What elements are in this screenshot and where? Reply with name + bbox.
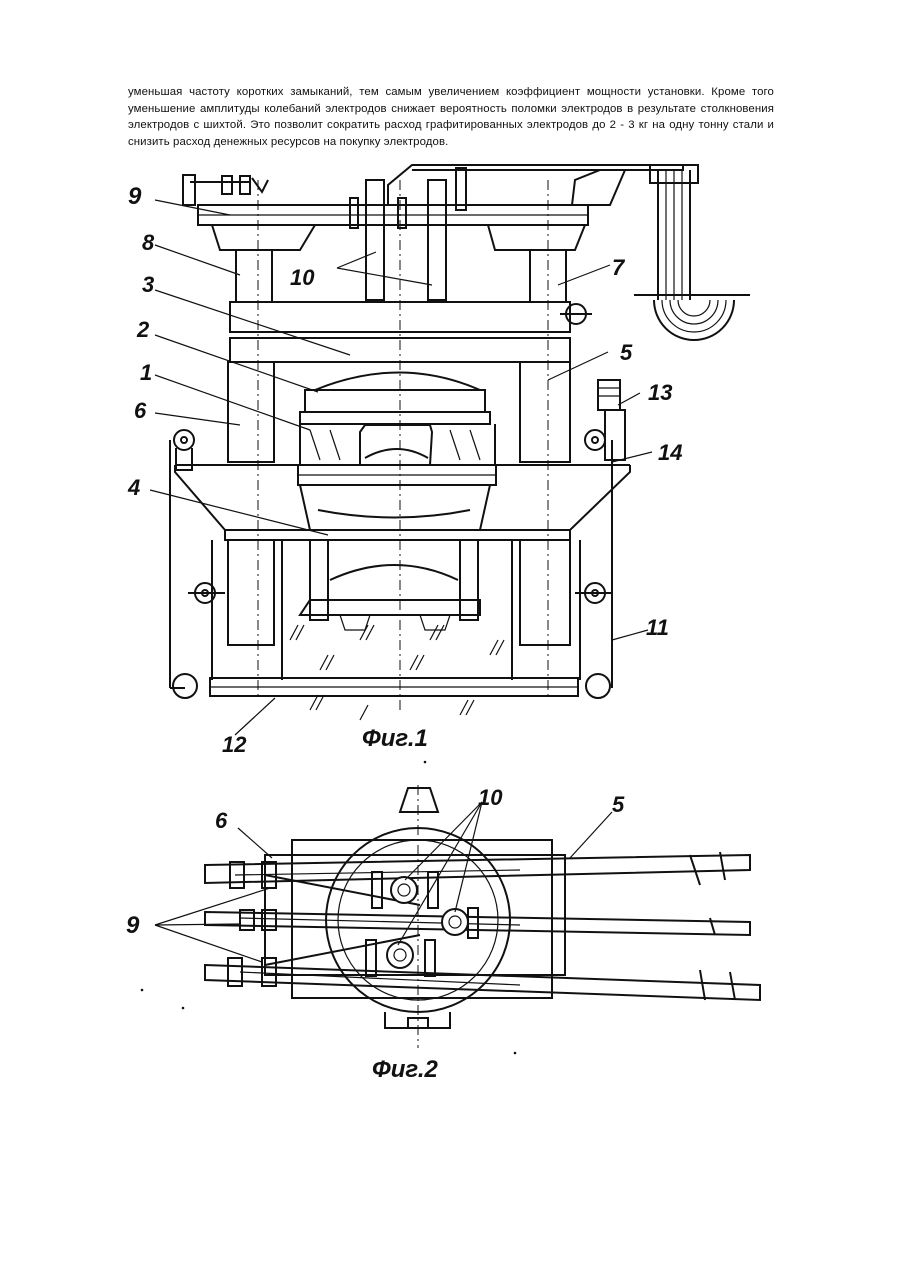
fig2-label-5: 5 [612,792,625,817]
fig2-label-6: 6 [215,808,228,833]
figure-2-caption: Фиг.2 [372,1056,439,1083]
fig2-label-9: 9 [126,912,140,939]
fig2-label-10: 10 [478,785,503,810]
